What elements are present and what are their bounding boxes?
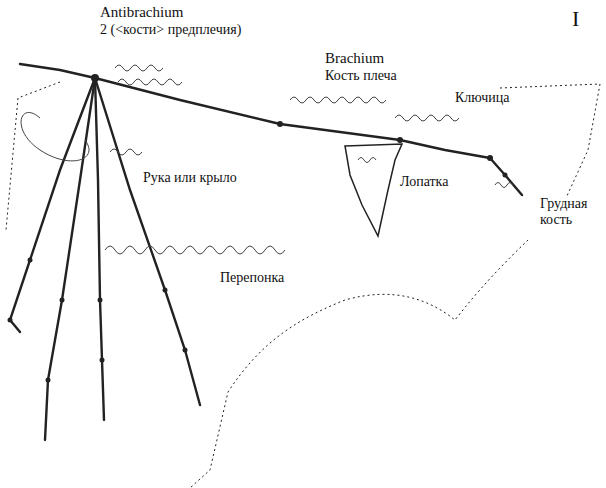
handwriting <box>495 183 513 188</box>
part-label: Лопатка <box>400 174 448 190</box>
membrane-edge <box>500 84 600 198</box>
handwriting <box>115 65 163 71</box>
figure-number: I <box>572 6 579 31</box>
part-label: Кость плеча <box>325 68 397 84</box>
handwriting <box>105 246 285 254</box>
part-label: Brachium <box>325 50 384 67</box>
finger-bone <box>95 78 200 405</box>
part-label: Грудная кость <box>540 196 602 228</box>
finger-bone <box>10 78 95 332</box>
part-label: Antibrachium <box>100 4 183 21</box>
clavicle-bone <box>400 140 490 158</box>
finger-bone <box>95 78 104 420</box>
handwriting <box>358 158 376 163</box>
handwriting <box>110 149 142 155</box>
sternum-bone <box>490 158 522 195</box>
part-label: Ключица <box>455 90 510 106</box>
part-label: 2 (<кости> предплечия) <box>100 22 241 38</box>
humerus-bone <box>280 124 400 140</box>
handwriting <box>21 112 89 160</box>
scapula-shape <box>345 144 402 236</box>
handwriting <box>395 115 459 121</box>
thumb-bone <box>20 64 95 78</box>
membrane-edge <box>190 240 528 488</box>
finger-bone <box>45 78 95 440</box>
part-label: Рука или крыло <box>143 170 237 186</box>
part-label: Перепонка <box>220 270 284 286</box>
handwriting <box>118 79 182 85</box>
handwriting <box>290 97 386 103</box>
forearm-bone <box>95 78 280 124</box>
